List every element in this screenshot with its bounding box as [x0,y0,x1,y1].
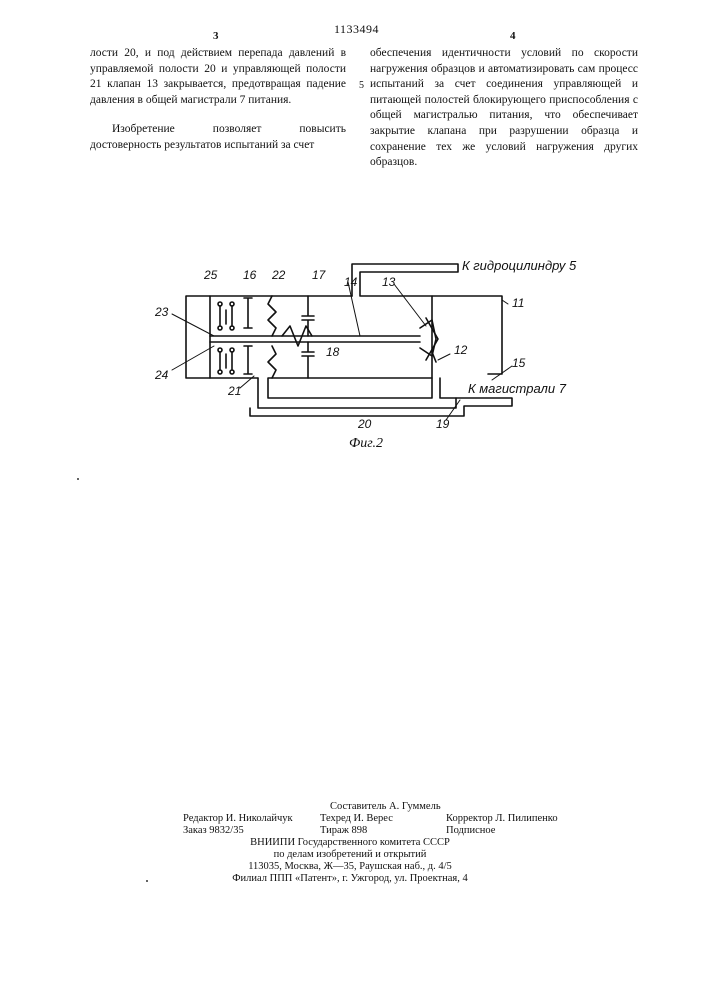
speck [146,880,148,882]
label-24: 24 [155,368,168,382]
footer-branch: Филиал ППП «Патент», г. Ужгород, ул. Про… [150,873,550,886]
speck [77,478,79,480]
footer-compiler: Составитель А. Гуммель [330,801,441,814]
footer-corrector: Корректор Л. Пилипенко [446,813,558,826]
label-11: 11 [512,296,524,310]
housing-outline [186,296,352,378]
label-21: 21 [228,384,241,398]
label-13: 13 [382,275,395,289]
footer-org-1: ВНИИПИ Государственного комитета СССР [200,837,500,850]
label-14: 14 [344,275,357,289]
footer-org-2: по делам изобретений и открытий [200,849,500,862]
label-16: 16 [243,268,256,282]
footer-print-run: Тираж 898 [320,825,367,838]
label-22: 22 [272,268,285,282]
label-17: 17 [312,268,325,282]
valve-cone [420,320,436,356]
label-12: 12 [454,343,467,357]
figure-caption: Фиг.2 [349,436,383,452]
target-main-label: К магистрали 7 [468,381,566,396]
label-23: 23 [155,305,168,319]
label-20: 20 [358,417,371,431]
label-19: 19 [436,417,449,431]
footer-order: Заказ 9832/35 [183,825,244,838]
footer-address: 113035, Москва, Ж—35, Раушская наб., д. … [180,861,520,874]
valve-stem [210,336,420,342]
target-cylinder-label: К гидроцилиндру 5 [462,258,576,273]
footer-techred: Техред И. Верес [320,813,393,826]
label-25: 25 [204,268,217,282]
footer-editor: Редактор И. Николайчук [183,813,293,826]
footer-subscription: Подписное [446,825,495,838]
label-18: 18 [326,345,339,359]
spring [268,296,276,378]
label-15: 15 [512,356,525,370]
